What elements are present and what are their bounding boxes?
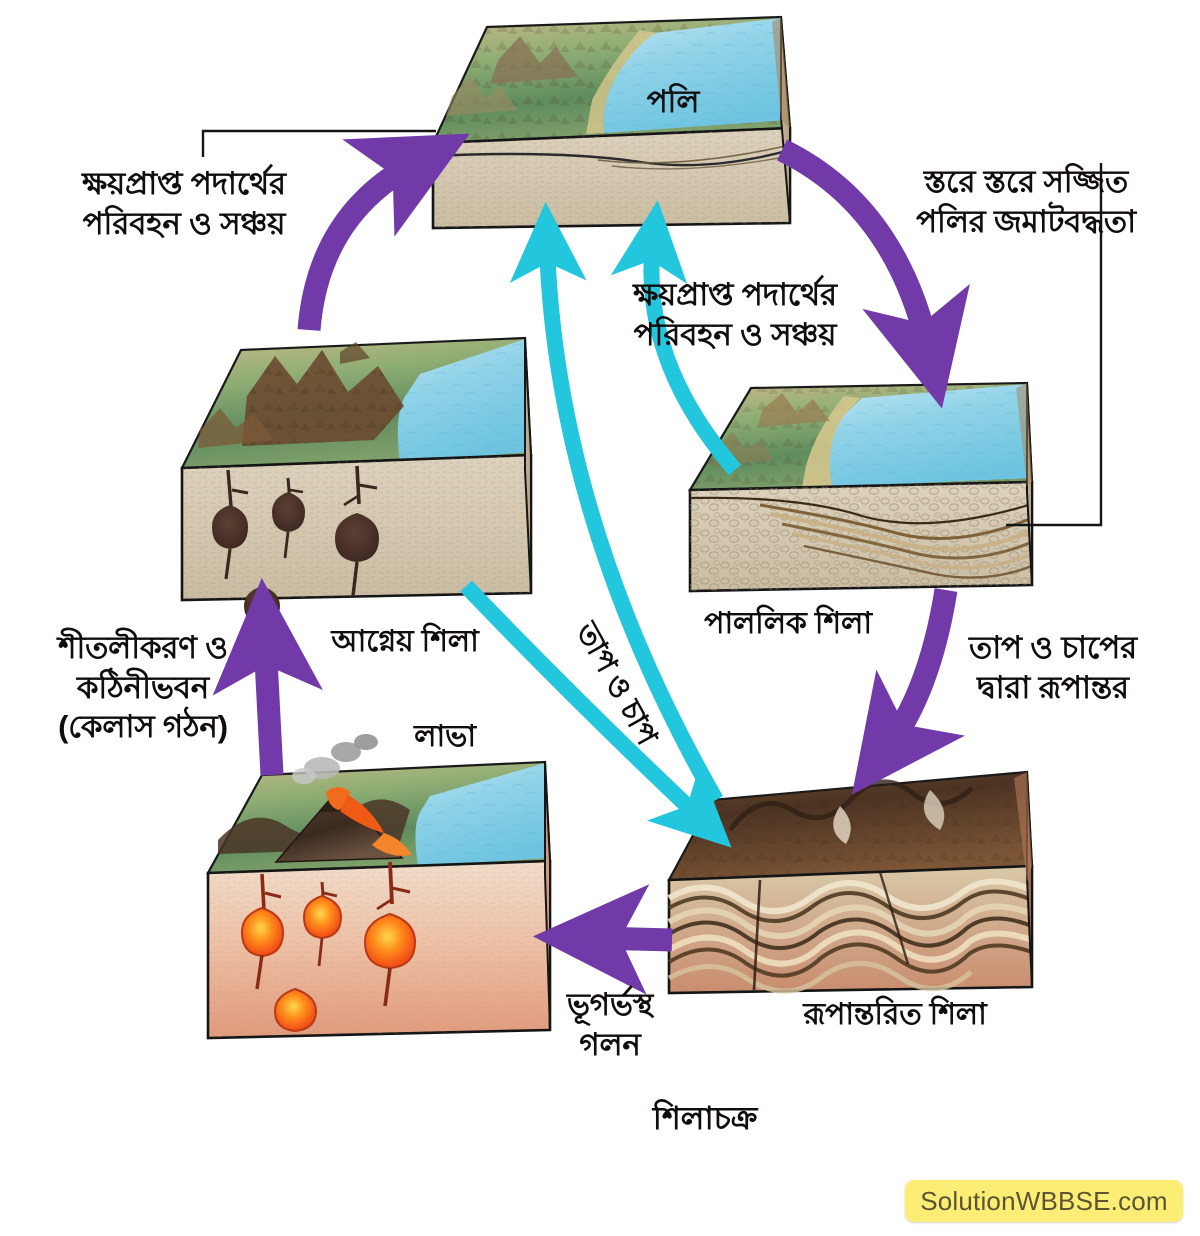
sedimentary-rock-block — [688, 381, 1034, 593]
leader-line-left — [201, 129, 436, 157]
arrow-sedimentary-to-sediment — [610, 200, 742, 476]
igneous-rock-block — [180, 336, 533, 624]
cyan-shortcut-arrows — [460, 200, 742, 848]
watermark-text: SolutionWBBSE.com — [920, 1185, 1168, 1216]
watermark-badge: SolutionWBBSE.com — [905, 1180, 1183, 1222]
arrow-igneous-to-sediment — [297, 133, 470, 331]
leader-lines — [201, 129, 1103, 527]
silt-block — [431, 15, 792, 230]
metamorphic-rock-block — [667, 770, 1034, 995]
ash-plume-icon — [292, 734, 378, 784]
arrow-igneous-to-metamorphic — [460, 580, 732, 848]
arrow-sedimentary-to-metamorphic — [851, 588, 965, 795]
arrow-metamorphic-to-sediment — [509, 201, 723, 804]
purple-cycle-arrows — [212, 133, 970, 995]
arrow-magma-to-igneous — [212, 577, 323, 776]
magma-chambers — [240, 861, 417, 1033]
magma-volcano-block — [206, 734, 552, 1040]
leader-line-right — [1006, 163, 1103, 527]
arrow-metamorphic-to-magma — [532, 884, 673, 995]
arrow-sediment-to-sedimentary — [776, 139, 970, 409]
